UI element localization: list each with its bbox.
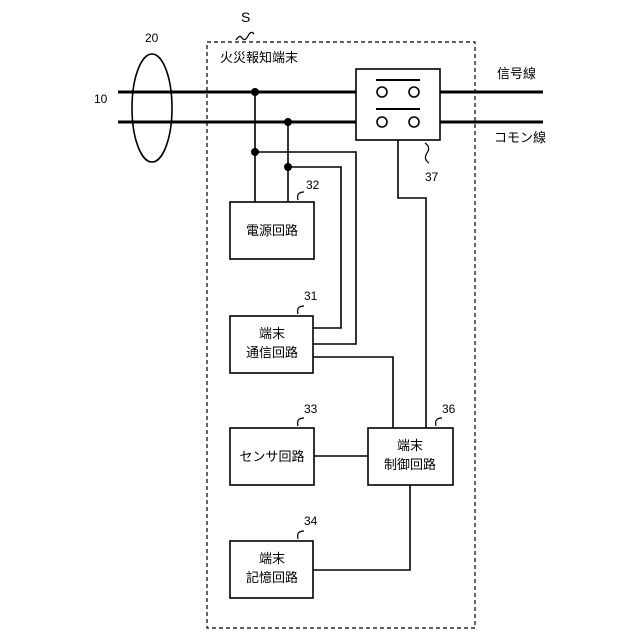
common-line-label: コモン線 [494, 130, 546, 146]
memory-circuit-leader [298, 531, 304, 539]
comm-circuit-line1: 端末 [259, 327, 285, 342]
switch-ref-label: 37 [425, 170, 439, 184]
switch-ref-leader [425, 143, 429, 163]
wire-switch-to-control [398, 140, 426, 428]
cable-loop [132, 54, 172, 162]
comm-circuit-leader [298, 306, 304, 314]
control-circuit-line2: 制御回路 [384, 457, 436, 473]
lines-ref-label: 10 [94, 92, 108, 106]
control-circuit-block [368, 428, 453, 485]
power-circuit-label: 電源回路 [246, 223, 298, 239]
power-circuit-leader [298, 192, 304, 200]
comm-circuit-block [230, 316, 313, 373]
control-circuit-leader [436, 418, 442, 426]
wire-control-to-memory [313, 485, 410, 570]
terminal-title: 火災報知端末 [220, 50, 298, 66]
switch-contact-2 [409, 87, 419, 97]
terminal-ref-label: S [241, 9, 250, 25]
switch-contact-4 [409, 117, 419, 127]
memory-circuit-ref: 34 [304, 514, 318, 528]
power-circuit-ref: 32 [306, 178, 320, 192]
sensor-circuit-label: センサ回路 [239, 449, 304, 465]
control-circuit-ref: 36 [442, 402, 456, 416]
switch-contact-1 [377, 87, 387, 97]
sensor-circuit-ref: 33 [304, 402, 318, 416]
memory-circuit-line2: 記憶回路 [246, 570, 298, 586]
signal-line-label: 信号線 [497, 66, 536, 82]
comm-circuit-ref: 31 [304, 289, 318, 303]
switch-contact-3 [377, 117, 387, 127]
wire-comm-to-control [313, 357, 393, 428]
sensor-circuit-leader [298, 418, 304, 426]
memory-circuit-line1: 端末 [259, 552, 285, 567]
control-circuit-line1: 端末 [397, 439, 423, 454]
loop-ref-label: 20 [145, 31, 159, 45]
memory-circuit-block [230, 541, 313, 598]
terminal-ref-leader [236, 32, 254, 40]
comm-circuit-line2: 通信回路 [246, 345, 298, 361]
